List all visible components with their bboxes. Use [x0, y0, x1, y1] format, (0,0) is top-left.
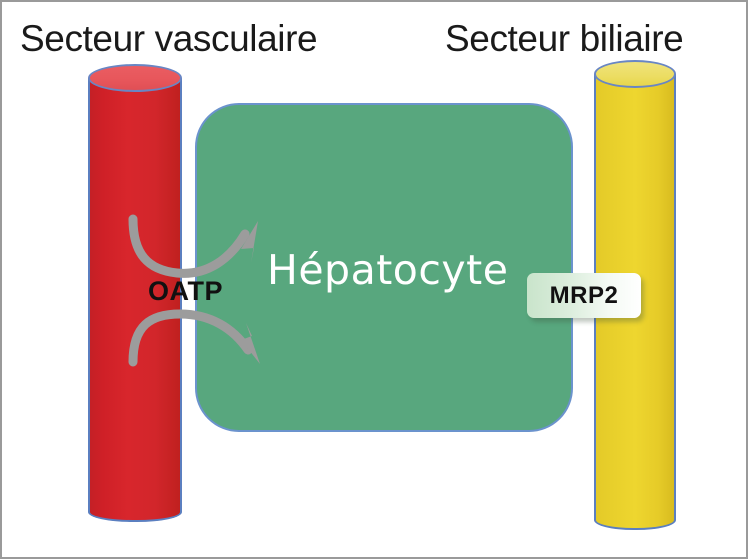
vascular-tube-cylinder	[88, 64, 182, 522]
label-secteur-biliaire: Secteur biliaire	[445, 18, 684, 59]
biliary-tube-top-ellipse	[594, 60, 676, 88]
hepatocyte-label: Hépatocyte	[267, 246, 509, 294]
vascular-tube-body	[88, 78, 182, 522]
label-secteur-vasculaire: Secteur vasculaire	[20, 18, 318, 59]
vascular-tube-top-ellipse	[88, 64, 182, 92]
hepatocyte-cell-body	[195, 103, 573, 432]
oatp-transporter-label: OATP	[148, 276, 223, 306]
mrp2-transporter-badge: MRP2	[527, 273, 641, 318]
mrp2-transporter-label: MRP2	[549, 281, 619, 309]
